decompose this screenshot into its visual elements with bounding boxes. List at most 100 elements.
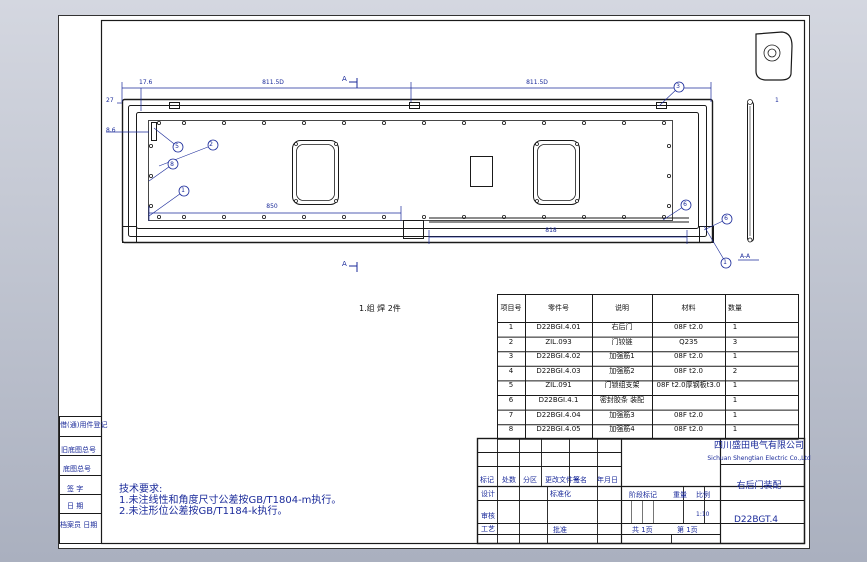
hole <box>341 214 346 219</box>
door-inner-1 <box>128 105 707 237</box>
drawing-sheet: 17.6 811.5D 811.5D 27 8.6 850 818 A A A-… <box>58 15 811 549</box>
hole <box>301 214 306 219</box>
bom-cell: 7 <box>508 410 514 419</box>
screw <box>334 142 338 146</box>
detail-hole <box>767 48 777 58</box>
bom-cell: ZIL.091 <box>545 381 572 390</box>
stiffener <box>151 122 157 141</box>
balloon <box>207 139 219 151</box>
screw <box>334 199 338 203</box>
bom-cell: 08F t2.0 <box>673 366 704 375</box>
bom-cell: 右后门 <box>611 323 633 331</box>
tb-date: 年月日 <box>597 476 618 484</box>
hole <box>149 203 154 208</box>
section-view <box>747 101 754 242</box>
hole <box>221 121 226 126</box>
dim-8-6: 8.6 <box>106 127 116 134</box>
bom-cell: 1 <box>732 323 738 331</box>
bom-cell: 门铰链 <box>611 337 633 346</box>
door-inner-3 <box>148 120 673 221</box>
tech-req-2: 2.未注形位公差按GB/T1184-k执行。 <box>119 506 288 517</box>
bom-cell: D22BGI.4.01 <box>536 323 581 331</box>
hole <box>149 173 154 178</box>
tb-approve: 批准 <box>553 526 567 534</box>
bom-cell: Q235 <box>679 337 698 346</box>
balloon <box>172 141 184 153</box>
side-label-2: 底图总号 <box>63 465 91 473</box>
tb-process: 工艺 <box>481 525 495 533</box>
bom-header: 说明 <box>615 304 629 312</box>
bom-cell: 加强筋2 <box>609 366 635 375</box>
assembly-note: 1.组 焊 2件 <box>359 304 401 313</box>
detail-outline <box>755 31 793 81</box>
bom-cell: 1 <box>508 323 514 331</box>
bom-cell: 4 <box>508 366 514 375</box>
bom-header-row <box>497 294 799 323</box>
notch <box>122 226 137 243</box>
dim-17-6: 17.6 <box>139 79 153 86</box>
balloon-label-3: 8 <box>170 161 174 168</box>
section-mark-bottom: A <box>342 260 347 268</box>
side-label-4: 日 期 <box>67 502 84 510</box>
top-tab <box>169 102 180 109</box>
hole <box>667 203 672 208</box>
dim-27: 27 <box>106 97 114 104</box>
bom-header: 材料 <box>681 304 696 312</box>
bom-cell: D22BGI.4.05 <box>536 425 581 434</box>
bom-cell: 5 <box>508 381 514 390</box>
section-view-label: A-A <box>740 253 751 260</box>
bom-cell: 8 <box>508 425 514 434</box>
side-label-1: 旧底图总号 <box>61 446 96 454</box>
bom-cell: ZIL.093 <box>545 337 572 346</box>
balloon-label-4: 1 <box>181 187 185 194</box>
window-left-inner <box>296 144 335 201</box>
bom-cell: 2 <box>732 366 738 375</box>
bom-cell: 3 <box>508 352 514 361</box>
balloon-leader <box>158 144 214 167</box>
bom-cell: 08F t2.0 <box>673 352 704 361</box>
tb-count: 处数 <box>502 476 516 484</box>
dim-850: 850 <box>266 203 278 210</box>
screw <box>535 142 539 146</box>
drawing-canvas <box>59 19 806 545</box>
balloon <box>167 158 179 170</box>
hole <box>381 214 386 219</box>
tb-review: 审核 <box>481 512 495 520</box>
tb-weight: 重量 <box>673 491 687 499</box>
balloon <box>721 213 733 225</box>
bom-cell: D22BGI.4.04 <box>536 410 581 419</box>
balloon <box>673 81 685 93</box>
lock-bracket <box>403 220 424 239</box>
tech-req-1: 1.未注线性和角度尺寸公差按GB/T1804-m执行。 <box>119 495 342 506</box>
hole <box>301 121 306 126</box>
hole <box>149 143 154 148</box>
dim-811-left: 811.5D <box>262 79 284 86</box>
screw <box>575 142 579 146</box>
bom-cell: D22BGI.4.02 <box>536 352 581 361</box>
tb-sign: 签名 <box>573 476 587 484</box>
view-index: 1 <box>775 97 779 104</box>
section-view-bottom <box>747 237 753 243</box>
bom-cell: 3 <box>732 337 738 346</box>
balloon-leader <box>148 190 185 217</box>
bom-cell: 1 <box>732 352 738 361</box>
bom-cell: 1 <box>732 381 738 390</box>
section-view-top <box>747 99 753 105</box>
bom-cell: 08F t2.0 <box>673 425 704 434</box>
tb-design: 设计 <box>481 490 495 498</box>
bom-cell: 08F t2.0 <box>673 410 704 419</box>
center-plate <box>470 156 493 187</box>
hole <box>341 121 346 126</box>
hole <box>182 121 187 126</box>
tb-mark: 标记 <box>480 476 494 484</box>
bom-header: 项目号 <box>500 304 522 312</box>
balloon-label-5: 3 <box>676 83 680 90</box>
part-name: 右后门装配 <box>736 481 782 491</box>
hole <box>221 214 226 219</box>
screw <box>294 199 298 203</box>
door-inner-2 <box>136 112 699 229</box>
top-tab <box>656 102 667 109</box>
dim-818: 818 <box>545 227 557 234</box>
hole <box>667 173 672 178</box>
company-name: 四川盛田电气有限公司 <box>713 441 805 451</box>
